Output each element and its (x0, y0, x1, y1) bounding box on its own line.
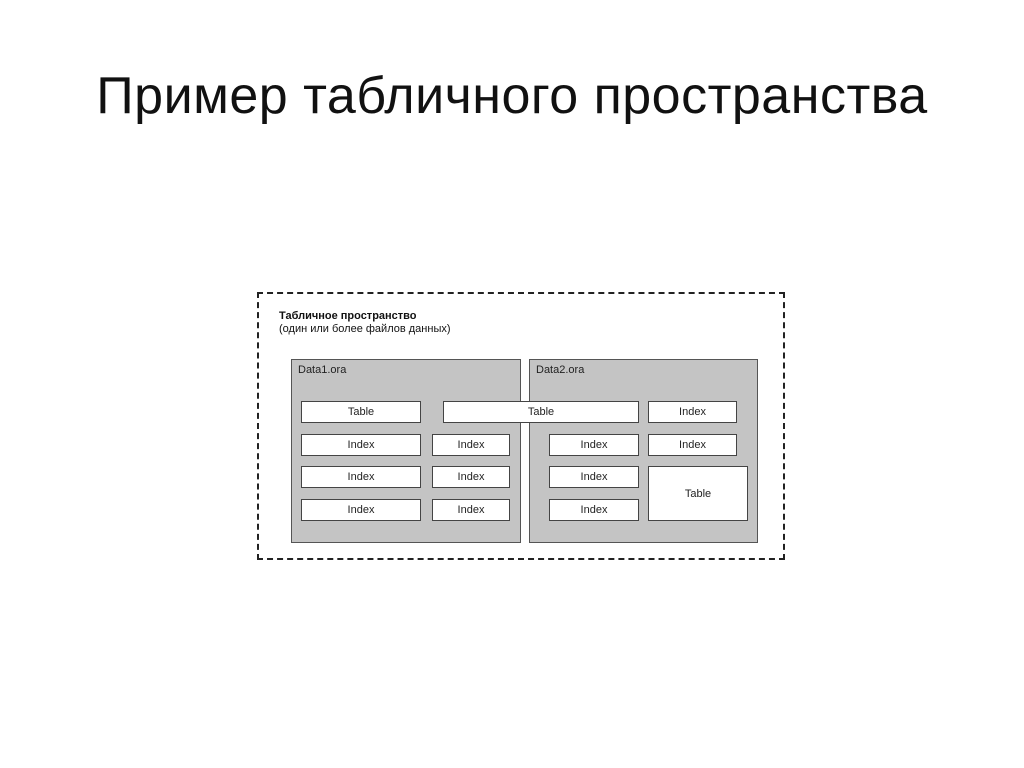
index-segment: Index (549, 499, 639, 521)
tablespace-boundary: Табличное пространство (один или более ф… (257, 292, 785, 560)
index-segment: Index (301, 466, 421, 488)
index-segment: Index (549, 434, 639, 456)
slide-title: Пример табличного пространства (96, 67, 928, 125)
index-segment: Index (648, 434, 737, 456)
tablespace-sublabel: (один или более файлов данных) (279, 323, 451, 335)
index-segment: Index (301, 434, 421, 456)
index-segment: Index (549, 466, 639, 488)
index-segment: Index (648, 401, 737, 423)
index-segment: Index (432, 466, 510, 488)
table-segment: Table (648, 466, 748, 521)
tablespace-label: Табличное пространство (279, 310, 417, 322)
spanning-table-segment: Table (443, 401, 639, 423)
index-segment: Index (301, 499, 421, 521)
index-segment: Index (432, 499, 510, 521)
table-segment: Table (301, 401, 421, 423)
datafile-label: Data2.ora (536, 364, 585, 376)
datafile-label: Data1.ora (298, 364, 347, 376)
index-segment: Index (432, 434, 510, 456)
